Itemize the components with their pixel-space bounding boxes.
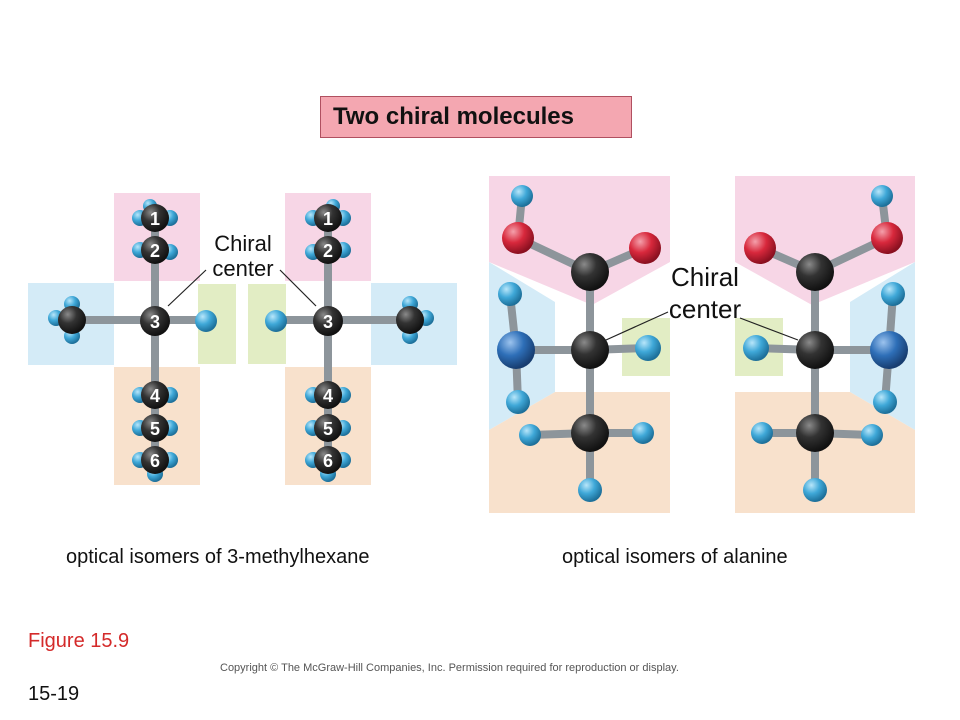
- carbon-atom: [571, 414, 609, 452]
- oxygen-atom: [502, 222, 534, 254]
- oxygen-atom: [871, 222, 903, 254]
- hydrogen-atom: [519, 424, 541, 446]
- copyright-notice: Copyright © The McGraw-Hill Companies, I…: [220, 662, 679, 674]
- title-text: Two chiral molecules: [333, 103, 574, 130]
- carbon-atom-1: [141, 204, 169, 232]
- pink-panel: [489, 176, 670, 305]
- nitrogen-atom: [870, 331, 908, 369]
- hydrogen-atom: [506, 390, 530, 414]
- chiral-word: Chiral: [214, 231, 271, 256]
- orange-panel: [735, 392, 915, 513]
- carbon-atom-3: [140, 306, 170, 336]
- hydrogen-atom: [511, 185, 533, 207]
- hydrogen-atom: [803, 478, 827, 502]
- carbon-number-1: 1: [150, 209, 160, 229]
- nitrogen-atom: [497, 331, 535, 369]
- carbon-atom: [571, 253, 609, 291]
- oxygen-atom: [629, 232, 661, 264]
- pink-panel: [735, 176, 915, 305]
- carbon-atom-5: [314, 414, 342, 442]
- carbon-number-2: 2: [150, 241, 160, 261]
- carbon-atom: [796, 414, 834, 452]
- carbon-atom-4: [314, 381, 342, 409]
- carbon-atom-2: [141, 236, 169, 264]
- chiral-center-label-left: Chiral center: [167, 231, 317, 307]
- oxygen-atom: [744, 232, 776, 264]
- carbon-number-5: 5: [323, 419, 333, 439]
- carbon-number-4: 4: [323, 386, 333, 406]
- carbon-number-4: 4: [150, 386, 160, 406]
- caption-alanine: optical isomers of alanine: [562, 546, 788, 568]
- caption-methylhexane: optical isomers of 3-methylhexane: [66, 546, 370, 568]
- carbon-number-3: 3: [323, 312, 333, 332]
- carbon-atom-2: [314, 236, 342, 264]
- pointer-line: [605, 311, 669, 341]
- carbon-atom-3: [313, 306, 343, 336]
- hydrogen-atom: [498, 282, 522, 306]
- carbon-number-6: 6: [323, 451, 333, 471]
- carbon-atom: [571, 331, 609, 369]
- carbon-atom-6: [314, 446, 342, 474]
- chiral-center-label-right: Chiral center: [605, 262, 799, 341]
- center-word: center: [669, 294, 742, 324]
- hydrogen-atom: [871, 185, 893, 207]
- page-number: 15-19: [28, 683, 80, 705]
- carbon-atom: [796, 253, 834, 291]
- pointer-line: [167, 269, 207, 307]
- center-word: center: [212, 256, 273, 281]
- pointer-line: [279, 269, 317, 307]
- pointer-line: [739, 317, 799, 341]
- chiral-word: Chiral: [671, 262, 739, 292]
- hydrogen-atom: [873, 390, 897, 414]
- carbon-atom: [58, 306, 86, 334]
- title-box: Two chiral molecules: [320, 96, 632, 138]
- methylhexane-isomer-left: 1 2 3 4 5 6: [28, 193, 236, 485]
- carbon-atom-4: [141, 381, 169, 409]
- carbon-number-3: 3: [150, 312, 160, 332]
- carbon-atom-6: [141, 446, 169, 474]
- carbon-atom-1: [314, 204, 342, 232]
- hydrogen-atom: [578, 478, 602, 502]
- hydrogen-atom: [635, 335, 661, 361]
- alanine-isomer-left: [489, 176, 670, 513]
- carbon-atom: [796, 331, 834, 369]
- carbon-number-6: 6: [150, 451, 160, 471]
- carbon-number-5: 5: [150, 419, 160, 439]
- figure-label: Figure 15.9: [28, 630, 130, 652]
- carbon-atom-5: [141, 414, 169, 442]
- carbon-atom: [396, 306, 424, 334]
- orange-panel: [489, 392, 670, 513]
- carbon-number-1: 1: [323, 209, 333, 229]
- hydrogen-atom: [861, 424, 883, 446]
- alanine-isomer-right: [735, 176, 915, 513]
- hydrogen-atom: [743, 335, 769, 361]
- methylhexane-isomer-right: 1 2 3 4 5 6: [248, 193, 457, 485]
- hydrogen-atom: [632, 422, 654, 444]
- carbon-number-2: 2: [323, 241, 333, 261]
- hydrogen-atom: [751, 422, 773, 444]
- hydrogen-atom: [881, 282, 905, 306]
